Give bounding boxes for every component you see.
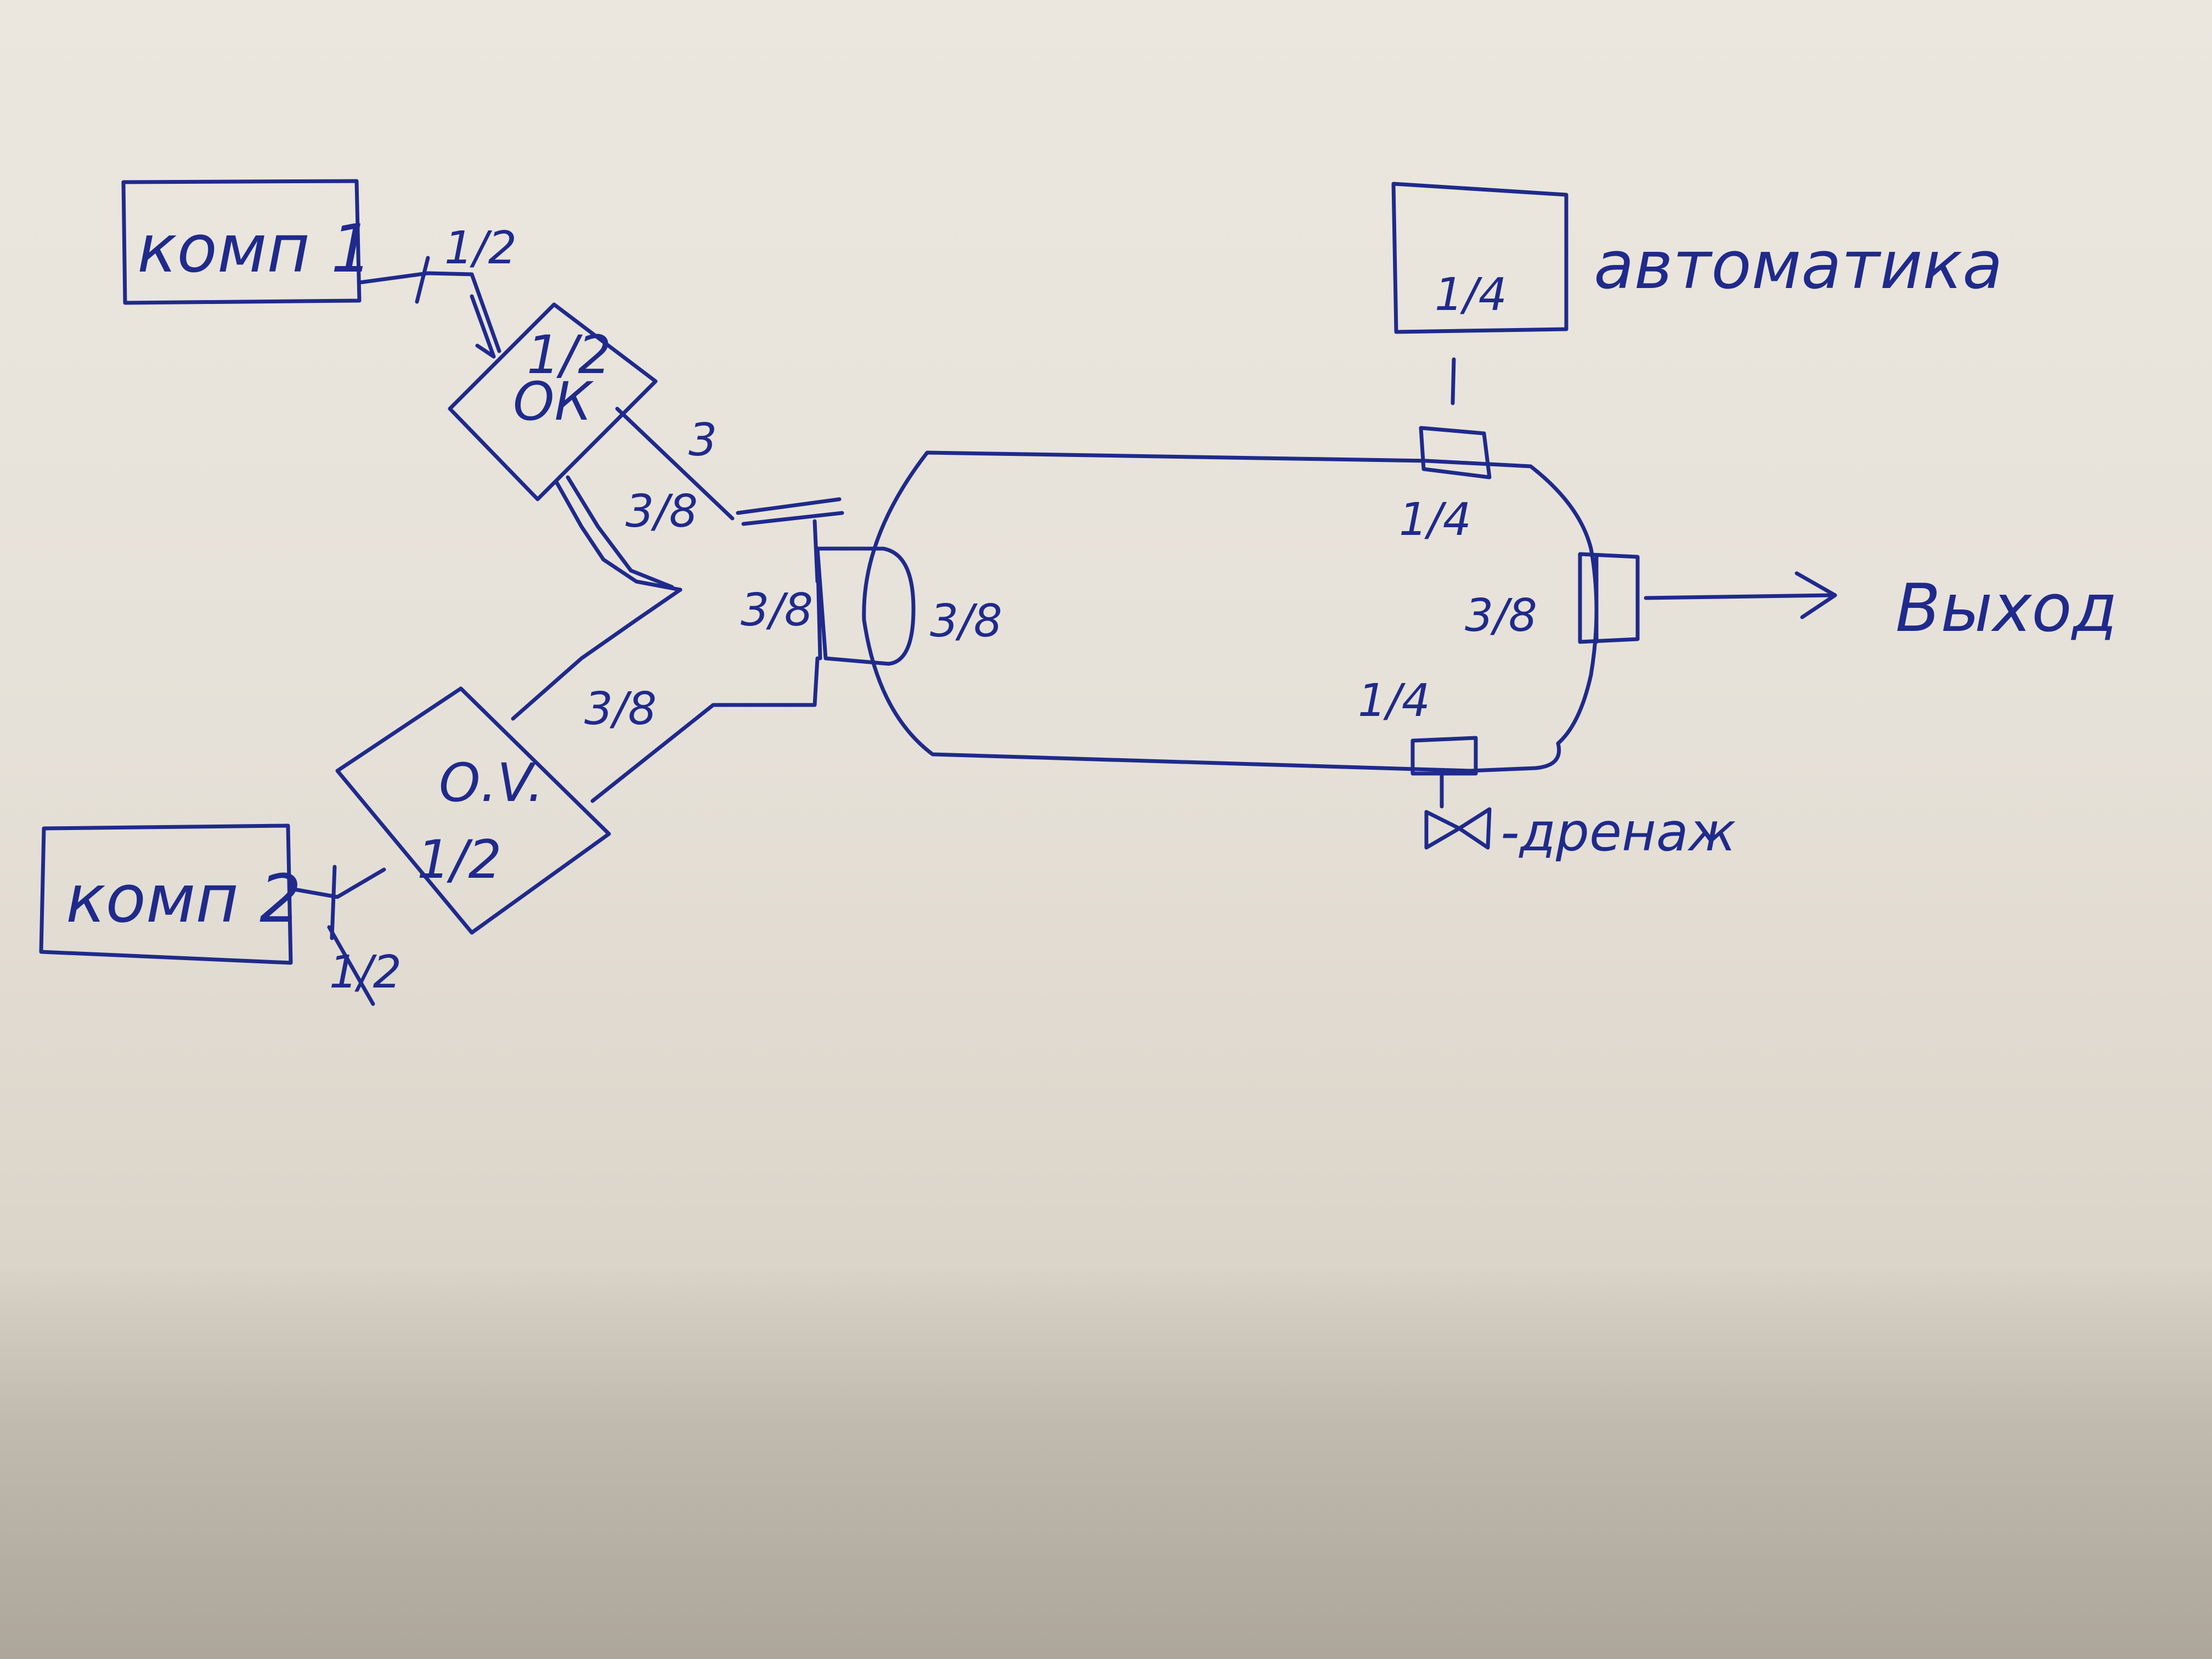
paper-shadow bbox=[0, 1262, 2212, 1659]
pipe-top: 3 3/8 bbox=[555, 407, 844, 592]
tank-bottom-port-size: 1/4 bbox=[1358, 675, 1430, 727]
filter-ok-size: 1/2 bbox=[527, 324, 612, 386]
automatic-label: автоматика bbox=[1594, 228, 2003, 304]
pipe-bottom: 3/8 bbox=[511, 618, 817, 803]
tank-bottom-port: 1/4 bbox=[1358, 675, 1478, 809]
compressor-2-label: комп 2 bbox=[66, 861, 301, 938]
compressor-1: комп 1 bbox=[121, 179, 373, 305]
filter-ov-name: О.V. bbox=[439, 752, 544, 814]
pipe-top-3: 3 bbox=[689, 414, 717, 466]
filter-ov: О.V. 1/2 bbox=[335, 686, 611, 935]
tee-junction: 3/8 bbox=[634, 519, 820, 707]
komp1-line-size: 1/2 bbox=[444, 222, 517, 274]
compressor-2: комп 2 bbox=[39, 823, 301, 965]
filter-ok-name: ОК bbox=[513, 371, 594, 432]
komp2-line: 1/2 bbox=[289, 865, 402, 1006]
automatic-box-size: 1/4 bbox=[1435, 269, 1507, 321]
tank-inlet-fitting: 3/8 bbox=[815, 546, 1002, 666]
output-label: Выход bbox=[1895, 571, 2117, 647]
komp1-line: 1/2 bbox=[357, 222, 517, 359]
komp2-line-size: 1/2 bbox=[329, 946, 402, 998]
tank-outlet-fitting: 3/8 bbox=[1465, 552, 1640, 644]
tank-inlet-size: 3/8 bbox=[930, 595, 1002, 647]
compressor-1-label: комп 1 bbox=[137, 211, 373, 287]
drain-valve: -дренаж bbox=[1424, 802, 1736, 863]
output-arrow: Выход bbox=[1644, 571, 2117, 647]
air-tank bbox=[862, 450, 1599, 773]
pipe-bottom-size: 3/8 bbox=[584, 683, 657, 735]
drain-label: -дренаж bbox=[1500, 802, 1736, 863]
tee-size: 3/8 bbox=[741, 584, 813, 636]
automatic-box: 1/4 автоматика bbox=[1391, 182, 2003, 334]
tank-outlet-size: 3/8 bbox=[1465, 590, 1537, 642]
pipe-top-size: 3/8 bbox=[625, 486, 698, 538]
filter-ov-size: 1/2 bbox=[417, 829, 502, 890]
filter-ok: 1/2 ОК bbox=[448, 302, 658, 501]
tank-top-port: 1/4 bbox=[1399, 357, 1492, 546]
tank-top-port-size: 1/4 bbox=[1399, 494, 1471, 546]
